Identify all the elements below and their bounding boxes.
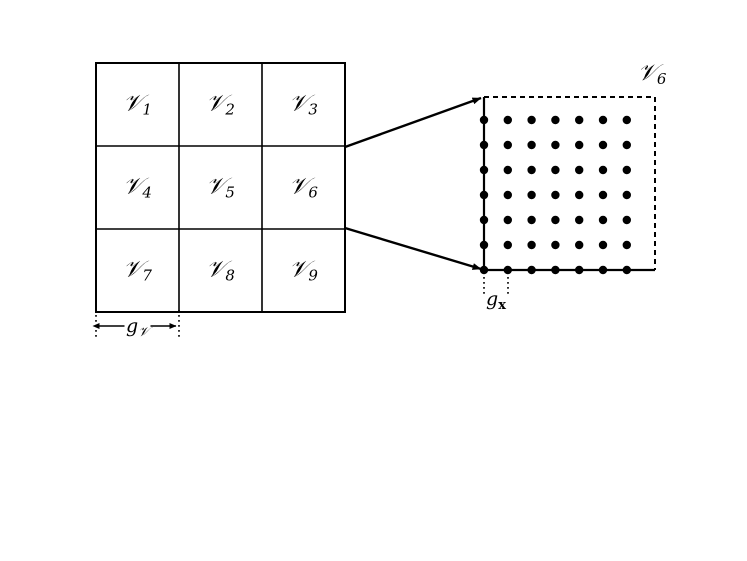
sample-point (527, 240, 536, 250)
voxel-cell-label: 𝒱8 (206, 257, 235, 285)
sample-point (527, 265, 536, 275)
sample-point (479, 265, 489, 275)
upper-connector-arrow (344, 96, 482, 149)
sample-point (598, 265, 608, 275)
sample-point (503, 240, 512, 250)
sample-point (479, 190, 489, 200)
sample-point (598, 165, 608, 175)
voxel-cell-label-sub: 3 (308, 101, 318, 119)
sample-point (575, 115, 584, 125)
voxel-spacing-annotation: g𝒱 (92, 310, 180, 340)
sample-point (503, 165, 512, 175)
sample-point (503, 115, 512, 125)
sample-point (527, 190, 536, 200)
connector-arrows (344, 96, 482, 271)
voxel-cell-label-sub: 9 (308, 267, 318, 285)
sample-point (479, 165, 489, 175)
lower-connector-arrow (344, 226, 482, 271)
voxel-cell-label-sub: 4 (141, 184, 152, 202)
sample-point (598, 190, 608, 200)
sample-point (479, 140, 489, 150)
sample-point (551, 215, 560, 225)
sample-point (551, 140, 560, 150)
sample-point (575, 140, 584, 150)
sample-point (575, 240, 584, 250)
sample-point (503, 265, 512, 275)
figure-labels: 𝒱6 (638, 60, 667, 88)
point-spacing-label-base: g (486, 288, 498, 310)
point-spacing-annotation: gx (483, 272, 509, 313)
voxel-cell-label: 𝒱2 (206, 91, 235, 119)
sample-point (622, 140, 631, 150)
sample-point (527, 115, 536, 125)
voxel-cell-label-sub: 6 (308, 184, 318, 202)
sample-point (527, 140, 536, 150)
sample-point (598, 115, 608, 125)
voxel-cell-label-sub: 8 (225, 267, 235, 285)
sample-point (622, 165, 631, 175)
sample-point (575, 265, 584, 275)
voxel-cell-label: 𝒱1 (123, 91, 152, 119)
sample-point (503, 215, 512, 225)
voxel-cell-label: 𝒱7 (123, 257, 152, 285)
point-spacing-label-sub: x (498, 298, 506, 313)
sample-point (575, 215, 584, 225)
sample-point (551, 240, 560, 250)
voxel-cell-label: 𝒱9 (289, 257, 318, 285)
sample-point (503, 140, 512, 150)
voxel-cell-label: 𝒱6 (289, 174, 318, 202)
sample-point (575, 190, 584, 200)
detail-panel-title: 𝒱6 (638, 60, 667, 88)
sample-point (479, 115, 489, 125)
voxel-cell-label-sub: 5 (225, 184, 235, 202)
sample-point (622, 240, 631, 250)
sample-point (479, 215, 489, 225)
voxel-grid-outline (95, 62, 346, 313)
sample-point (598, 140, 608, 150)
sample-point (622, 265, 631, 275)
voxel-cell-label: 𝒱4 (123, 174, 152, 202)
voxel-cell-label-sub: 1 (142, 101, 152, 119)
point-spacing-label: gx (486, 288, 506, 313)
voxel-spacing-label-base: g (126, 315, 138, 337)
voxel-cell-label-sub: 2 (224, 101, 235, 119)
sample-point (551, 115, 560, 125)
sample-point (527, 215, 536, 225)
sample-point (622, 215, 631, 225)
voxel-spacing-label: g𝒱 (126, 315, 153, 340)
sample-point (575, 165, 584, 175)
voxel-cell-label: 𝒱5 (206, 174, 235, 202)
sample-point (622, 115, 631, 125)
sample-point (622, 190, 631, 200)
sample-point-grid (479, 115, 631, 275)
sample-point (598, 240, 608, 250)
sample-point (527, 165, 536, 175)
sample-point (551, 265, 560, 275)
sample-point (598, 215, 608, 225)
sample-point (503, 190, 512, 200)
sample-point (551, 190, 560, 200)
sample-point (479, 240, 489, 250)
sample-point (551, 165, 560, 175)
voxel-cell-label: 𝒱3 (289, 91, 318, 119)
detail-panel-title-sub: 6 (657, 70, 667, 88)
voxel-cell-label-sub: 7 (142, 267, 152, 285)
